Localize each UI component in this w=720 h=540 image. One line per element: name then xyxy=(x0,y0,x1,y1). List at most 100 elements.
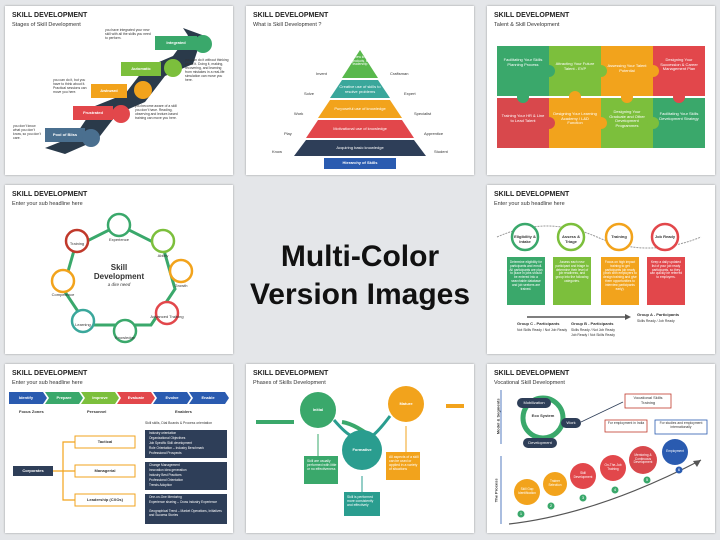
slide-talent-skill-development[interactable]: SKILL DEVELOPMENT Talent & Skill Develop… xyxy=(487,6,715,175)
step-number: 2 xyxy=(549,503,553,508)
group-item: Skills Ready / Not Job Ready xyxy=(571,328,615,332)
enabler-item: Change Management xyxy=(149,463,180,467)
slide-subtitle: What is Skill Development ? xyxy=(253,22,322,28)
stage-note: you can do it without thinking about it.… xyxy=(185,58,229,82)
group-item: Job Ready / Not Skills Ready xyxy=(571,333,615,337)
puzzle-piece-text: Facilitating Your Skills Planning Proces… xyxy=(503,57,543,67)
slide-subtitle: Enter your sub headline here xyxy=(12,380,83,386)
puzzle-piece-text: Assessing Your Talent Potential xyxy=(607,63,647,73)
pyramid-level: Creating new knowledge, skills, products… xyxy=(342,55,378,67)
slide-title: SKILL DEVELOPMENT xyxy=(12,370,88,377)
left-label: Know xyxy=(272,149,283,154)
side-label: Model & Segments xyxy=(495,398,501,435)
group-name: Group B - Participants xyxy=(571,321,614,326)
center-headline-line: Multi-Color xyxy=(280,240,440,273)
pyramid-level: Creative use of skills to resolve proble… xyxy=(339,84,381,94)
slide-phases-of-skills-development[interactable]: SKILL DEVELOPMENT Phases of Skills Devel… xyxy=(246,364,474,533)
left-label: Solve xyxy=(304,91,315,96)
phase-arrow-label: Enable xyxy=(201,395,215,400)
phase-arrow-label: Evaluate xyxy=(127,395,145,400)
process-step: Skill Development xyxy=(573,471,593,479)
vst-label: Vocational Skills Training xyxy=(633,395,663,405)
puzzle-piece-text: Designing Your Learning Academy / L&D Fu… xyxy=(553,111,597,126)
slide-title: SKILL DEVELOPMENT xyxy=(253,12,329,19)
slide-subtitle: Stages of Skill Development xyxy=(12,22,81,28)
ring-label: Mobilization xyxy=(523,400,545,405)
slide-title: SKILL DEVELOPMENT xyxy=(253,370,329,377)
right-label: Craftsman xyxy=(390,71,409,76)
left-label: Play xyxy=(284,131,292,136)
personnel-label: Tactical xyxy=(97,439,113,444)
cycle-node-label: Ability xyxy=(157,253,169,258)
group-item: Skills Ready / Job Ready xyxy=(637,319,675,323)
cycle-node-label: Experience xyxy=(108,237,129,242)
slide-title: SKILL DEVELOPMENT xyxy=(12,12,88,19)
pyramid-base-label: Hierarchy of Skills xyxy=(342,160,378,165)
step-label: Integrated xyxy=(166,40,186,45)
slide-stages-of-skill-development[interactable]: SKILL DEVELOPMENT Stages of Skill Develo… xyxy=(5,6,233,175)
process-graphic xyxy=(496,222,702,320)
puzzle-piece-text: Facilitating Your Skills Development Str… xyxy=(659,111,699,121)
enabler-item: Professional Orientation xyxy=(149,478,184,482)
cycle-node-label: Knowledge xyxy=(115,335,135,340)
slide-participant-process[interactable]: SKILL DEVELOPMENT Enter your sub headlin… xyxy=(487,185,715,354)
center-headline-line: Version Images xyxy=(249,278,471,311)
phase-note: Skill are usually performed with little … xyxy=(307,459,337,471)
phase-arrow-label: Identify xyxy=(18,395,34,400)
ring-label: Development xyxy=(528,440,552,445)
process-step-label: Assess & Triage xyxy=(561,234,580,244)
slide-what-is-skill-development[interactable]: SKILL DEVELOPMENT What is Skill Developm… xyxy=(246,6,474,175)
enabler-item: Organizational Objectives xyxy=(149,436,186,440)
group-name: Group A - Participants xyxy=(637,312,680,317)
pyramid-graphic xyxy=(294,50,426,169)
phase-label: Mature xyxy=(399,401,413,406)
step-label: Automatic xyxy=(131,66,151,71)
stage-note: you don't know what you don't know, so y… xyxy=(13,124,41,140)
process-step-text: Focus on high impact training to get par… xyxy=(603,260,637,291)
process-step: Skill Gap Identification xyxy=(518,487,536,495)
enabler-item: Industry orientation xyxy=(149,431,177,435)
enabler-item: Industry Best Practices xyxy=(149,473,182,477)
enabler-item: Professional Prospects xyxy=(149,451,182,455)
slide-vocational-skill-development[interactable]: SKILL DEVELOPMENT Vocational Skill Devel… xyxy=(487,364,715,533)
left-label: Work xyxy=(294,111,304,116)
slide-title: SKILL DEVELOPMENT xyxy=(494,370,570,377)
process-step: Employment xyxy=(666,449,684,453)
process-step-label: Training xyxy=(611,234,627,239)
phase-note: All aspects of a skill can be used or ap… xyxy=(389,455,419,471)
pyramid-level: Acquiring basic knowledge xyxy=(336,145,384,150)
left-label: Invent xyxy=(316,71,327,76)
slide-title: SKILL DEVELOPMENT xyxy=(12,191,88,198)
slide-title: SKILL DEVELOPMENT xyxy=(494,191,570,198)
slide-subtitle: Talent & Skill Development xyxy=(494,22,560,28)
step-label: Frustrated xyxy=(83,110,103,115)
cycle-node-label: Advanced Training xyxy=(150,314,184,319)
phase-label: Initial xyxy=(312,407,324,412)
puzzle-piece-text: Attracting Your Future Talent - EVP xyxy=(555,61,595,71)
process-step-label: Eligibility & Intake xyxy=(514,234,536,244)
slide-skill-development-cycle[interactable]: SKILL DEVELOPMENT Enter your sub headlin… xyxy=(5,185,233,354)
focus-zones-graphic xyxy=(9,392,229,524)
eco-system-label: Eco System xyxy=(531,413,555,418)
cycle-node-label: Learning xyxy=(75,322,91,327)
puzzle-piece-text: Training Your HR & Line to Lead Talent xyxy=(501,113,545,123)
phase-arrow-label: Prepare xyxy=(56,395,72,400)
cycle-node-label: Competence xyxy=(51,292,75,297)
puzzle-graphic xyxy=(497,46,705,148)
slide-focus-zones[interactable]: SKILL DEVELOPMENT Enter your sub headlin… xyxy=(5,364,233,533)
personnel-label: Managerial xyxy=(94,468,116,473)
cycle-center-tagline: a dire need xyxy=(107,282,131,287)
phase-note: Skill is performed more consistently and… xyxy=(347,495,374,507)
slide-subtitle: Enter your sub headline here xyxy=(494,201,565,207)
enabler-item: One-on-One Mentoring xyxy=(149,495,182,499)
enablers-heading: Skill skills, Dial Boards & Process orie… xyxy=(145,421,213,425)
process-step-text: Determine eligibility for participants a… xyxy=(509,260,543,291)
process-step: On-The-Job Training xyxy=(604,463,622,471)
cycle-center-title: Development xyxy=(93,272,145,281)
right-label: Student xyxy=(434,149,448,154)
pyramid-level: Motivational use of knowledge xyxy=(333,126,387,131)
center-headline: Multi-Color Version Images xyxy=(245,238,475,314)
column-header: Personnel xyxy=(87,409,107,414)
vocational-graphic xyxy=(500,390,708,525)
phase-label: Formative xyxy=(352,447,372,452)
